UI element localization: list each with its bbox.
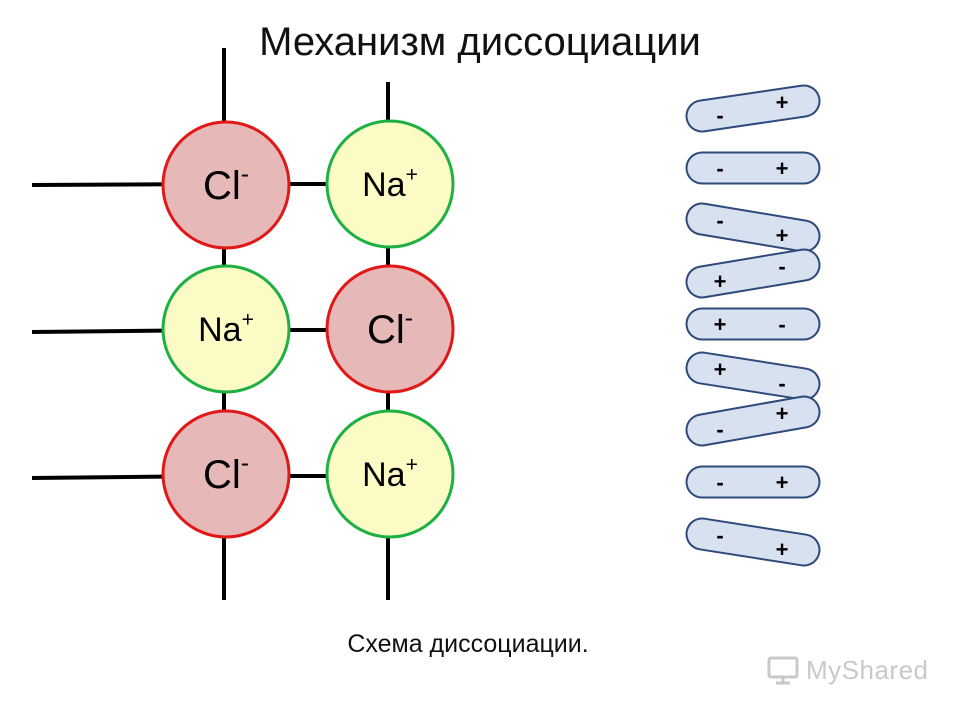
dipole-sign: + [714, 357, 727, 382]
ion-circle [325, 119, 455, 249]
dipole-body [687, 86, 819, 131]
water-dipole: +- [685, 307, 821, 341]
ion-charge: - [241, 161, 249, 188]
projector-icon [767, 656, 799, 684]
dipole-body [687, 353, 819, 399]
ion-circle [161, 264, 291, 394]
dipole-sign: + [776, 537, 789, 562]
ion-charge: + [242, 309, 254, 332]
ion-cl: Cl- [161, 120, 291, 250]
water-dipole: +- [685, 351, 821, 401]
ion-label: Cl- [203, 450, 249, 497]
ion-element: Cl [367, 308, 405, 352]
ion-charge: - [405, 305, 413, 332]
ion-element: Na [362, 166, 406, 204]
dipole-sign: - [716, 417, 723, 442]
dipole-sign: + [776, 401, 789, 426]
ion-label: Cl- [203, 161, 249, 208]
dipole-sign: - [778, 254, 785, 279]
ion-charge: - [241, 450, 249, 477]
ion-circle [161, 409, 291, 539]
dipole-sign: + [714, 269, 727, 294]
ion-na: Na+ [325, 409, 455, 539]
dipole-sign: - [778, 371, 785, 396]
ion-na: Na+ [161, 264, 291, 394]
ion-label: Na+ [362, 164, 418, 204]
dipole-sign: - [716, 156, 723, 181]
water-dipole: -+ [685, 517, 821, 567]
water-dipole: -+ [685, 395, 821, 447]
ion-label: Na+ [362, 454, 418, 494]
dipole-sign: - [716, 103, 723, 128]
water-dipole: -+ [685, 151, 821, 185]
water-dipole: -+ [685, 84, 821, 133]
watermark: MyShared [766, 655, 929, 686]
dipole-body [687, 397, 819, 445]
diagram-title: Механизм диссоциации [259, 20, 701, 64]
ion-label: Na+ [198, 309, 254, 349]
ion-circle [325, 264, 455, 394]
dipole-sign: + [776, 470, 789, 495]
water-dipoles: -+-+-++-+-+--+-+-+ [685, 84, 821, 567]
dipole-sign: + [776, 90, 789, 115]
water-dipole: -+ [685, 465, 821, 499]
diagram-caption: Схема диссоциации. [347, 630, 589, 658]
dipole-sign: + [776, 156, 789, 181]
ion-cl: Cl- [325, 264, 455, 394]
ion-charge: + [406, 454, 418, 477]
dipole-sign: + [714, 312, 727, 337]
dipole-body [687, 519, 819, 565]
ion-element: Cl [203, 164, 241, 208]
ion-label: Cl- [367, 305, 413, 352]
dipole-sign: - [778, 312, 785, 337]
ion-element: Cl [203, 453, 241, 497]
dipole-sign: + [776, 223, 789, 248]
dipole-sign: - [716, 208, 723, 233]
ion-element: Na [198, 311, 242, 349]
water-dipole: +- [685, 248, 821, 299]
ion-na: Na+ [325, 119, 455, 249]
ion-lattice: Cl-Na+Na+Cl-Cl-Na+ [161, 119, 455, 539]
dipole-body [687, 250, 819, 297]
dipole-sign: - [716, 523, 723, 548]
ion-cl: Cl- [161, 409, 291, 539]
ion-element: Na [362, 456, 406, 494]
ion-circle [325, 409, 455, 539]
ion-circle [161, 120, 291, 250]
water-dipole: -+ [685, 202, 821, 253]
dipole-body [687, 204, 819, 251]
dipole-sign: - [716, 470, 723, 495]
watermark-text: MyShared [806, 655, 929, 685]
ion-charge: + [406, 164, 418, 187]
